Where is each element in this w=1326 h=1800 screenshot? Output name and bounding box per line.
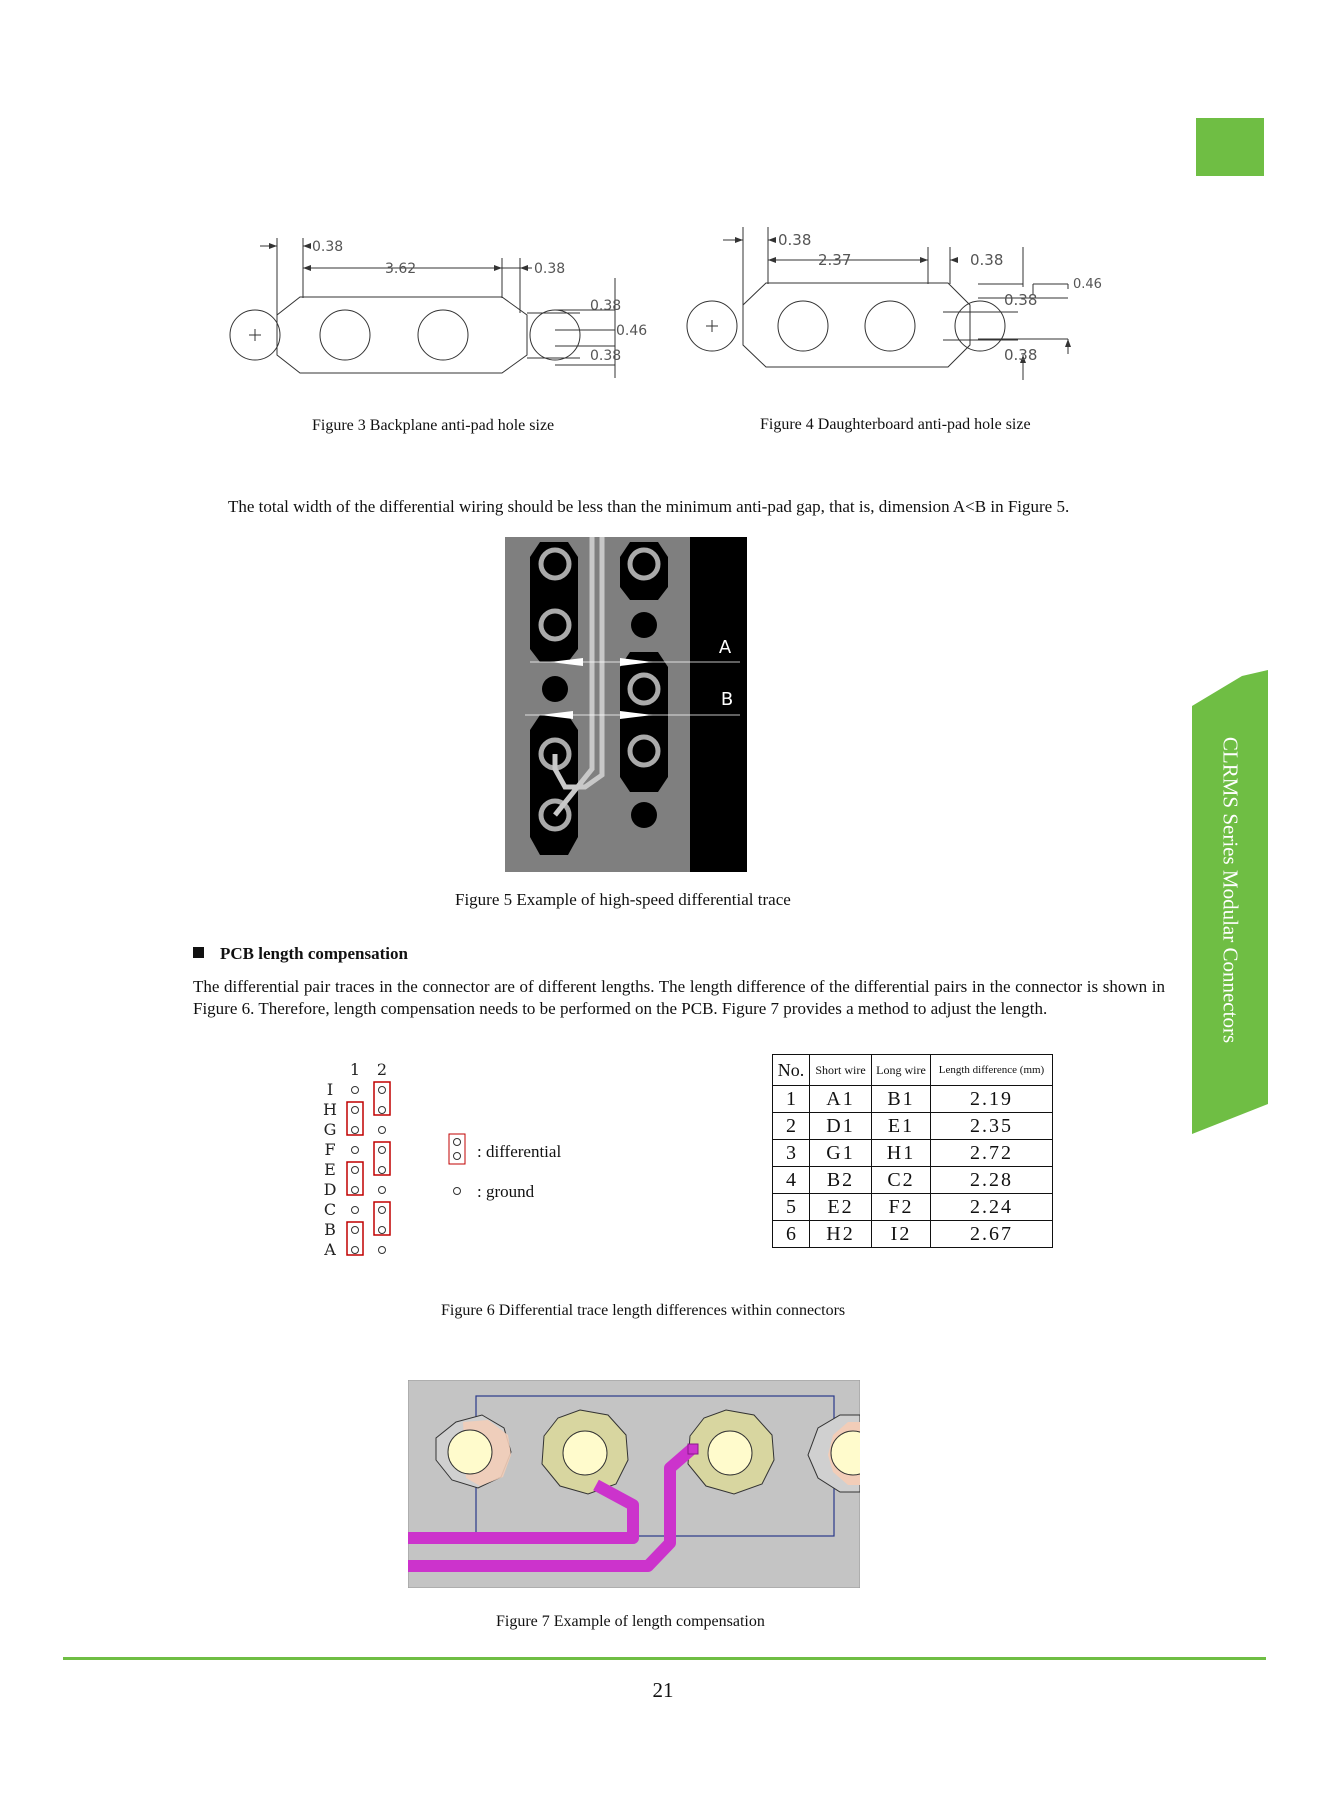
pin-col-2: 2 <box>377 1060 387 1079</box>
fig3-dim-4: 0.38 <box>590 298 621 314</box>
pin-col-1: 1 <box>350 1060 360 1079</box>
pin-row-label: G <box>324 1120 337 1139</box>
fig4-dim-4: 0.46 <box>1073 277 1102 292</box>
side-banner <box>1192 670 1268 1134</box>
figure5-drawing: A B <box>505 537 747 872</box>
table-header-long: Long wire <box>871 1054 931 1086</box>
figure6-caption: Figure 6 Differential trace length diffe… <box>441 1302 846 1319</box>
legend-differential: : differential <box>477 1142 562 1161</box>
pin-row-label: E <box>324 1160 336 1179</box>
fig4-dim-2: 2.37 <box>818 251 851 269</box>
section-paragraph: The differential pair traces in the conn… <box>193 977 1165 1018</box>
table-row: 6 H2 I2 2.67 <box>772 1220 1053 1248</box>
table-row: 5 E2 F2 2.24 <box>772 1193 1053 1221</box>
figure3-drawing: 0.38 3.62 0.38 0.38 0.46 0.38 <box>229 238 647 378</box>
figure7-drawing <box>408 1380 860 1588</box>
figure4-caption: Figure 4 Daughterboard anti-pad hole siz… <box>760 416 1031 433</box>
pin-row-label: D <box>324 1180 337 1199</box>
table-header-no: No. <box>772 1054 810 1086</box>
side-label: CLRMS Series Modular Connectors <box>1218 736 1243 1044</box>
figure5-label-a: A <box>719 637 732 658</box>
pin-row-label: B <box>324 1220 336 1239</box>
table-row: 1 A1 B1 2.19 <box>772 1085 1053 1113</box>
figure4-drawing: 0.38 2.37 0.38 0.46 0.38 0.38 <box>686 227 1102 380</box>
figure5-label-b: B <box>721 689 733 710</box>
intro-paragraph: The total width of the differential wiri… <box>228 497 1070 516</box>
fig3-dim-2: 3.62 <box>385 261 416 277</box>
fig3-dim-5: 0.46 <box>616 323 647 339</box>
fig4-dim-3: 0.38 <box>970 251 1003 269</box>
fig4-dim-5: 0.38 <box>1004 291 1037 309</box>
length-difference-table: No. Short wire Long wire Length differen… <box>772 1054 1053 1248</box>
pin-row-label: A <box>323 1240 336 1257</box>
figure7-caption: Figure 7 Example of length compensation <box>496 1613 765 1630</box>
pin-row-label: F <box>324 1140 335 1159</box>
figure5-caption: Figure 5 Example of high-speed different… <box>455 890 791 909</box>
ground-symbol-icon <box>453 1187 461 1195</box>
bullet-square-icon <box>193 947 204 958</box>
differential-symbol-icon <box>448 1133 466 1165</box>
fig4-dim-6: 0.38 <box>1004 346 1037 364</box>
table-row: 4 B2 C2 2.28 <box>772 1166 1053 1194</box>
page-number: 21 <box>652 1678 674 1702</box>
fig3-dim-3: 0.38 <box>534 261 565 277</box>
table-row: 3 G1 H1 2.72 <box>772 1139 1053 1167</box>
fig3-dim-6: 0.38 <box>590 348 621 364</box>
legend-ground: : ground <box>477 1182 535 1201</box>
fig3-dim-1: 0.38 <box>312 239 343 255</box>
section-heading: PCB length compensation <box>193 944 408 964</box>
table-header-short: Short wire <box>809 1054 872 1086</box>
pin-row-label: H <box>323 1100 337 1119</box>
table-row: 2 D1 E1 2.35 <box>772 1112 1053 1140</box>
pin-row-label: I <box>327 1080 333 1099</box>
figure6-pin-map: 1 2 I H G F E D C B A <box>323 1060 466 1257</box>
pin-row-label: C <box>324 1200 336 1219</box>
header-accent-tab <box>1196 118 1264 176</box>
fig4-dim-1: 0.38 <box>778 231 811 249</box>
figure3-caption: Figure 3 Backplane anti-pad hole size <box>312 417 555 434</box>
table-header-diff: Length difference (mm) <box>930 1054 1053 1086</box>
footer-divider <box>63 1657 1266 1660</box>
